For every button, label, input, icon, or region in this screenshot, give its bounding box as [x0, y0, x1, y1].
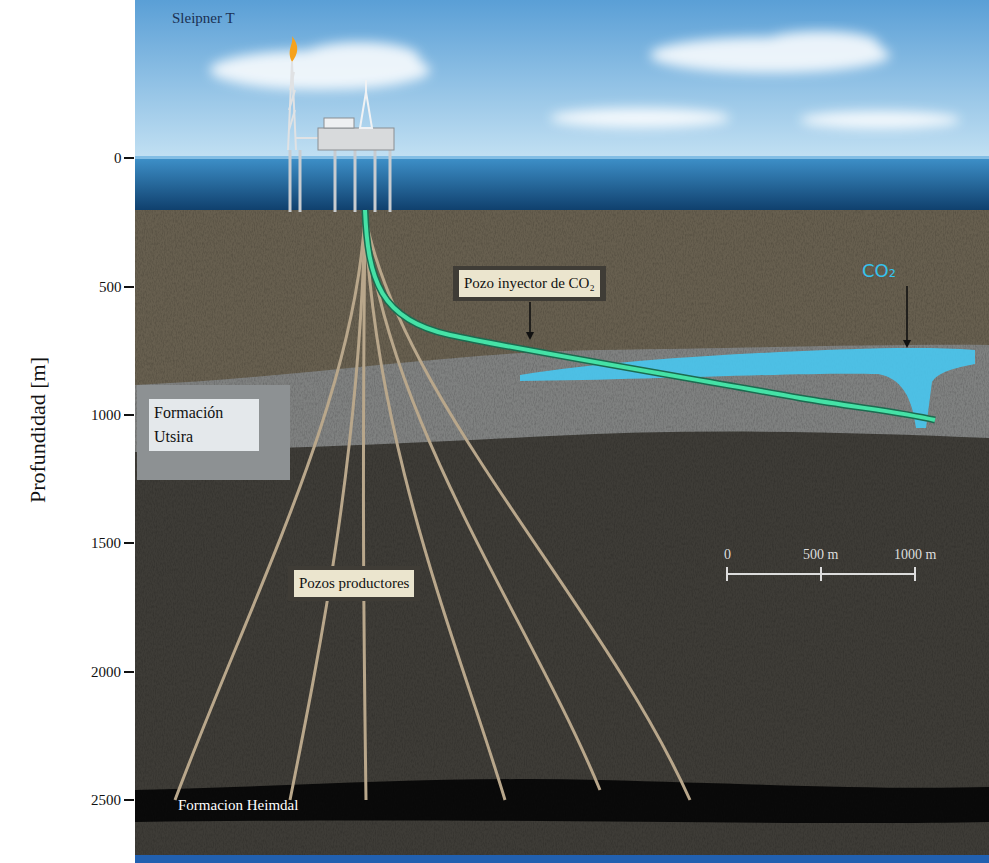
depth-value: 1000 [91, 407, 121, 424]
pointer-arrow [906, 286, 908, 346]
scale-value: 0 [724, 547, 731, 563]
rock-texture [135, 210, 989, 855]
sea-surface [135, 156, 989, 159]
clouds [210, 31, 960, 129]
depth-value: 0 [114, 150, 122, 167]
depth-value: 2000 [91, 664, 121, 681]
node-text: Pozos productores [294, 570, 414, 597]
producer-wells [175, 215, 690, 800]
depth-value: 500 [99, 279, 122, 296]
co2-label: CO₂ [862, 260, 896, 281]
injector-well [365, 210, 935, 420]
deep-rock [135, 210, 989, 863]
callout-box: Pozo inyector de CO₂ [453, 266, 606, 301]
scale-bar [727, 567, 915, 581]
sea [135, 156, 989, 212]
formation-band: Formación Utsira [137, 385, 290, 480]
node-text: Pozo inyector de CO₂ [459, 270, 600, 297]
axis-strip [0, 0, 135, 863]
platform-name: Sleipner T [172, 10, 235, 27]
pointer-arrow [529, 302, 531, 338]
injector-well-outline [365, 210, 935, 420]
axis-title: Profundidad [m] [25, 357, 51, 503]
scale-value: 1000 m [894, 547, 936, 563]
callout-box: Pozos productores [288, 566, 420, 601]
depth-value: 1500 [91, 535, 121, 552]
platform [288, 36, 394, 212]
sky [135, 0, 989, 160]
formation-label: Formacion Heimdal [178, 797, 298, 814]
bottom-border [135, 855, 989, 863]
depth-value: 2500 [91, 792, 121, 809]
axis-ticks [124, 158, 134, 800]
scale-value: 500 m [803, 547, 838, 563]
node-text: Formación Utsira [149, 399, 259, 451]
